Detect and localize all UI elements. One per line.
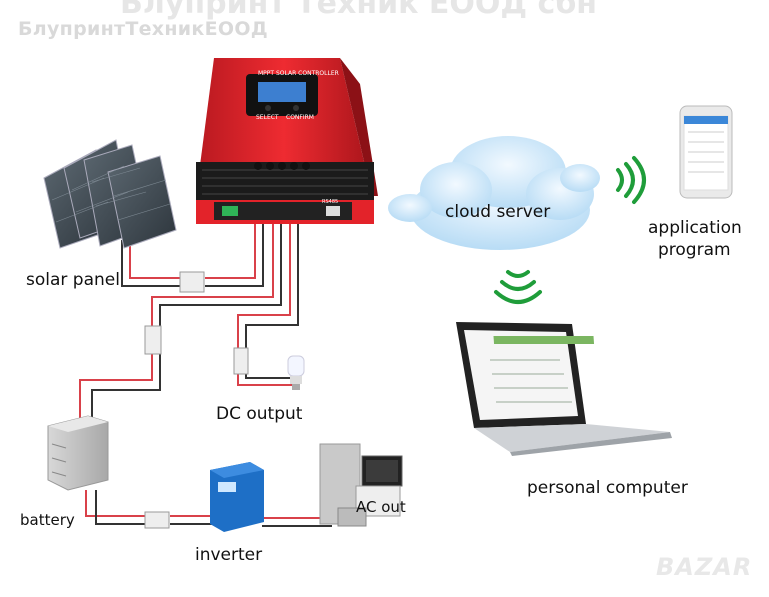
select-label: SELECT (256, 114, 279, 121)
wifi-icon (494, 156, 646, 304)
appliances-icon (319, 443, 403, 527)
laptop-icon (456, 322, 672, 456)
phone-icon (679, 105, 733, 199)
dc-output-label: DC output (216, 404, 303, 424)
wire-solar-to-ctrl-red (205, 220, 256, 279)
wire-solar-red (129, 240, 180, 279)
battery-label: battery (20, 511, 75, 529)
wire-dc-load-black (245, 372, 290, 379)
wire-solar-to-ctrl-black (205, 220, 264, 287)
controller-icon (196, 58, 378, 224)
breaker-icon (144, 271, 249, 529)
wire-solar-black (121, 240, 180, 287)
wire-batt-down-red (79, 352, 153, 420)
battery-icon (47, 415, 109, 491)
watermark-top: Блупринт Техник ЕООД сбн (120, 0, 598, 21)
wire-batt-black (159, 220, 282, 328)
solar-panel-label: solar panel (26, 270, 120, 290)
wire-batt-red (151, 220, 274, 328)
watermark-company: БлупринтТехникЕООД (18, 18, 269, 40)
application-label-line1: application (648, 218, 742, 238)
wire-batt-down-black (91, 352, 161, 420)
solar-panel-icon (43, 139, 177, 249)
wire-dc-black (245, 220, 299, 350)
lightbulb-icon (287, 355, 305, 390)
confirm-label: CONFIRM (286, 114, 314, 121)
wire-inv-red (85, 490, 145, 517)
cloud-icon (388, 136, 600, 250)
wire-inv-black (95, 490, 145, 525)
application-label-line2: program (658, 240, 731, 260)
inverter-icon (210, 462, 264, 532)
watermark-bazar: BAZAR (656, 553, 753, 581)
port-label: RS485 (322, 199, 339, 205)
ac-out-label: AC out (356, 498, 406, 516)
personal-computer-label: personal computer (527, 478, 688, 498)
cloud-server-label: cloud server (445, 202, 551, 222)
controller-title: MPPT SOLAR CONTROLLER (258, 70, 339, 77)
inverter-label: inverter (195, 545, 263, 565)
wire-dc-red (237, 220, 291, 350)
